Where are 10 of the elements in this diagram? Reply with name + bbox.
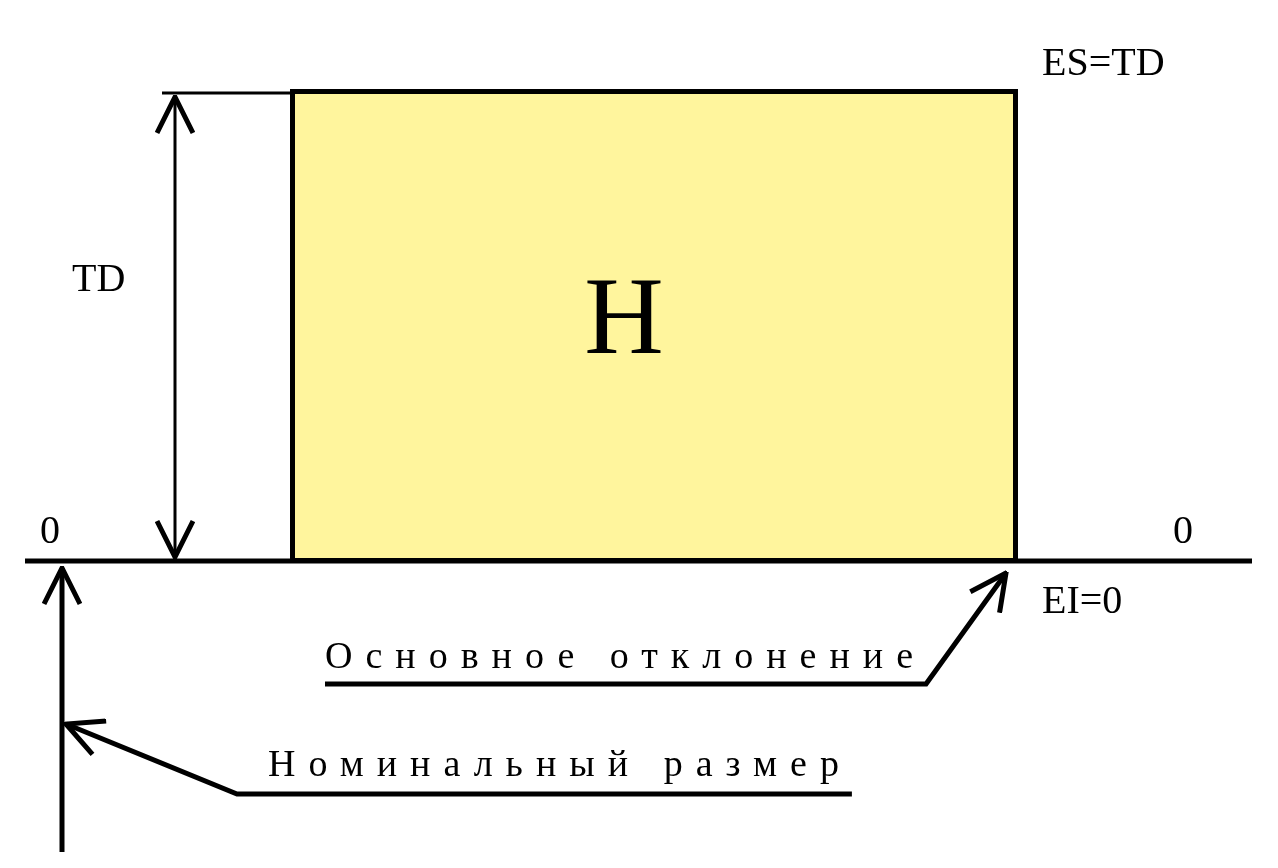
field-letter: H bbox=[584, 261, 664, 371]
leader-line bbox=[63, 718, 852, 797]
dimension-label: EI=0 bbox=[1042, 580, 1123, 620]
dimension-label: ES=TD bbox=[1042, 42, 1165, 82]
callout-label: Номинальный размер bbox=[268, 744, 852, 794]
dimension-label: 0 bbox=[1173, 510, 1193, 550]
dimension-label: 0 bbox=[40, 510, 60, 550]
dimension-label: TD bbox=[72, 258, 126, 298]
leader-line bbox=[325, 570, 1009, 687]
callout-label: Основное отклонение bbox=[325, 636, 927, 684]
